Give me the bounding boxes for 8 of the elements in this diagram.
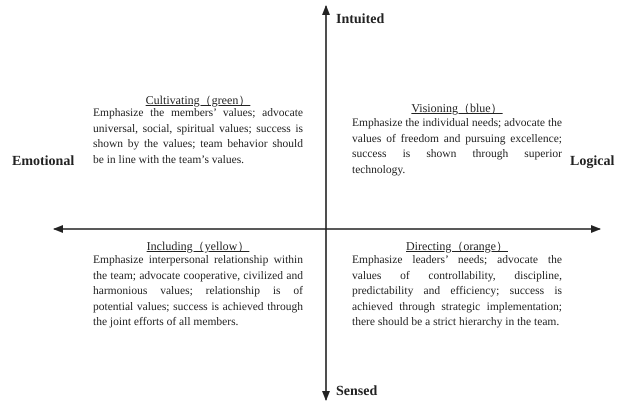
axis-label: Intuited — [336, 12, 384, 28]
quadrant-description: Emphasize the members’ values; advocate universal, social, spiritual values; success is shown by the values; team behavior should be in line with the team’s values. — [93, 107, 303, 168]
axis-label: Emotional — [12, 154, 74, 170]
quadrant-description: Emphasize leaders’ needs; advocate the values of controllability, discipline, predictability and efficiency; success is achieved through strategic implementation; there should be a strict hierarchy in the team. — [352, 253, 562, 330]
axis-label: Logical — [570, 154, 614, 170]
axis-label: Sensed — [336, 384, 378, 400]
quadrant-description: Emphasize the individual needs; advocate the values of freedom and pursuing excellence; success is shown through superior technology. — [352, 116, 562, 178]
quadrant-description: Emphasize interpersonal relationship within the team; advocate cooperative, civilized and harmonious values; relationship is of potential values; success is achieved through the joint efforts of all members. — [93, 253, 303, 330]
